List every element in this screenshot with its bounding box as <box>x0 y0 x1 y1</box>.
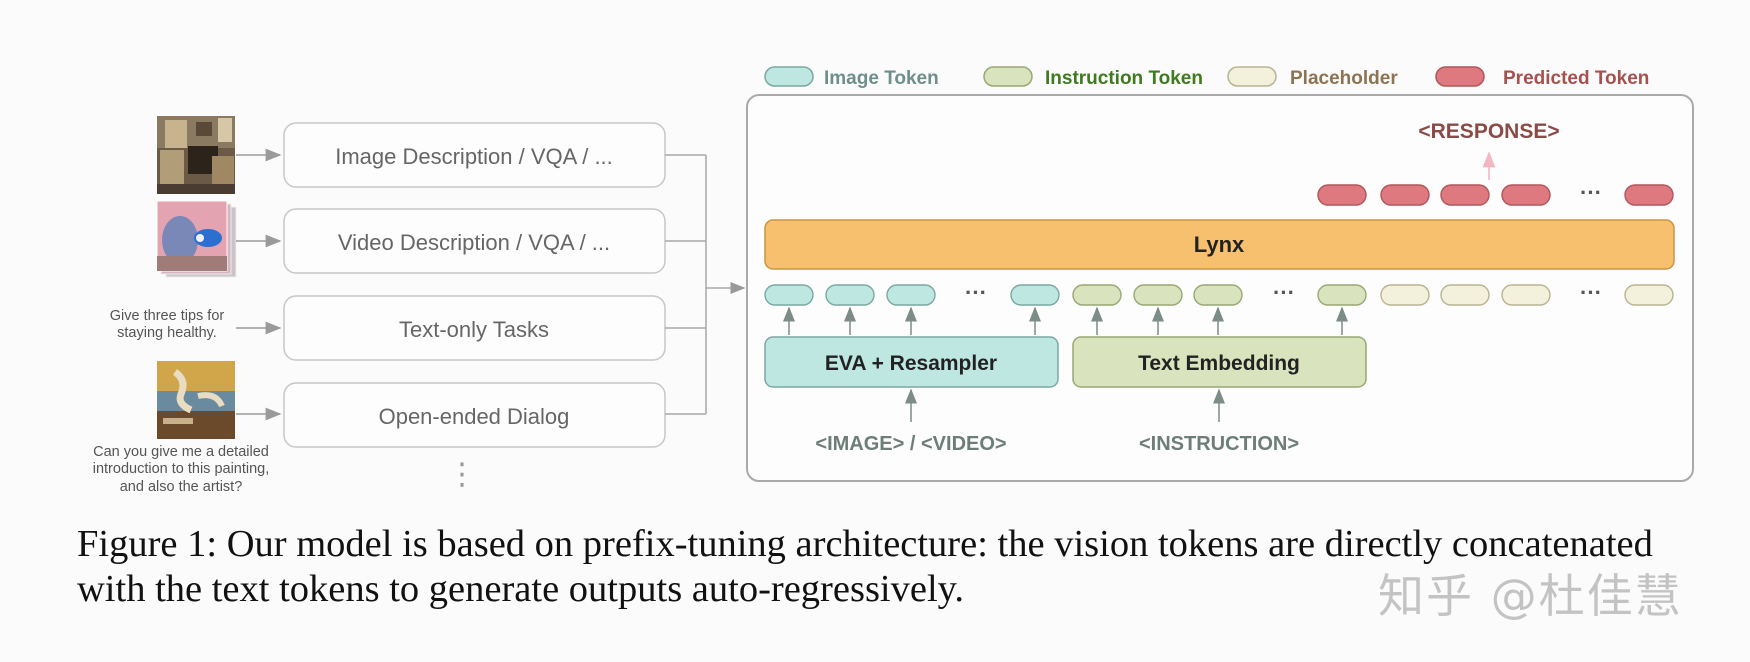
text-embedding-block <box>1072 336 1367 388</box>
image-token <box>825 284 875 306</box>
legend-instruction-token-label: Instruction Token <box>1045 68 1203 89</box>
predicted-token <box>1317 184 1367 206</box>
dialog-prompt-line-1: Can you give me a detailed <box>93 444 269 460</box>
predicted-token-ellipsis: ··· <box>1580 180 1602 205</box>
image-token <box>886 284 936 306</box>
image-input-thumbnail <box>157 116 235 194</box>
legend-image-token-swatch <box>764 66 814 87</box>
task-boxes: Image Description / VQA / ... Video Desc… <box>283 122 666 491</box>
text-prompt-line-2: staying healthy. <box>117 325 217 341</box>
predicted-tokens: ··· <box>1317 180 1674 206</box>
text-prompt-line-1: Give three tips for <box>110 308 225 324</box>
instruction-input-label: <INSTRUCTION> <box>1139 433 1299 455</box>
predicted-token <box>1440 184 1490 206</box>
image-token <box>1010 284 1060 306</box>
more-tasks-ellipsis: ⋮ <box>447 458 477 491</box>
placeholder-token <box>1501 284 1551 306</box>
task-label-video: Video Description / VQA / ... <box>338 230 610 255</box>
task-label-dialog: Open-ended Dialog <box>379 404 570 429</box>
eva-resampler-block <box>764 336 1059 388</box>
figure-caption: Figure 1: Our model is based on prefix-t… <box>77 523 1653 610</box>
token-arrows <box>783 306 1348 335</box>
image-token <box>764 284 814 306</box>
legend-instruction-token-swatch <box>983 66 1033 87</box>
dialog-prompt-line-2: introduction to this painting, <box>93 461 270 477</box>
dialog-prompt-line-3: and also the artist? <box>120 479 243 495</box>
lynx-label: Lynx <box>1194 232 1245 257</box>
placeholder-token <box>1440 284 1490 306</box>
predicted-token <box>1501 184 1551 206</box>
text-embedding-label: Text Embedding <box>1138 352 1300 375</box>
legend-predicted-token-swatch <box>1435 66 1485 87</box>
image-token-ellipsis: ··· <box>965 280 987 305</box>
input-token-row: ··· ··· ··· <box>764 280 1674 306</box>
legend-placeholder-label: Placeholder <box>1290 68 1398 89</box>
eva-resampler-label: EVA + Resampler <box>825 352 997 375</box>
response-label: <RESPONSE> <box>1418 120 1559 143</box>
task-box-dialog <box>283 382 666 448</box>
instruction-token <box>1072 284 1122 306</box>
predicted-token <box>1380 184 1430 206</box>
video-input-thumbnail <box>156 200 237 278</box>
legend: Image Token Instruction Token Placeholde… <box>764 66 1649 89</box>
legend-placeholder-swatch <box>1227 66 1277 87</box>
instruction-token <box>1193 284 1243 306</box>
task-connectors <box>665 154 746 415</box>
task-label-text: Text-only Tasks <box>399 317 549 342</box>
image-video-input-label: <IMAGE> / <VIDEO> <box>815 433 1006 455</box>
watermark: 知乎 @杜佳慧 <box>1378 569 1683 623</box>
architecture-diagram: Image Token Instruction Token Placeholde… <box>93 66 1694 495</box>
instruction-token <box>1133 284 1183 306</box>
lynx-block <box>764 219 1675 270</box>
predicted-token <box>1624 184 1674 206</box>
legend-image-token-label: Image Token <box>824 68 939 89</box>
placeholder-token-ellipsis: ··· <box>1580 280 1602 305</box>
placeholder-token <box>1380 284 1430 306</box>
placeholder-token <box>1624 284 1674 306</box>
painting-input-thumbnail <box>157 361 235 439</box>
instruction-token <box>1317 284 1367 306</box>
instruction-token-ellipsis: ··· <box>1273 280 1295 305</box>
task-label-image: Image Description / VQA / ... <box>335 144 613 169</box>
legend-predicted-token-label: Predicted Token <box>1503 68 1649 89</box>
